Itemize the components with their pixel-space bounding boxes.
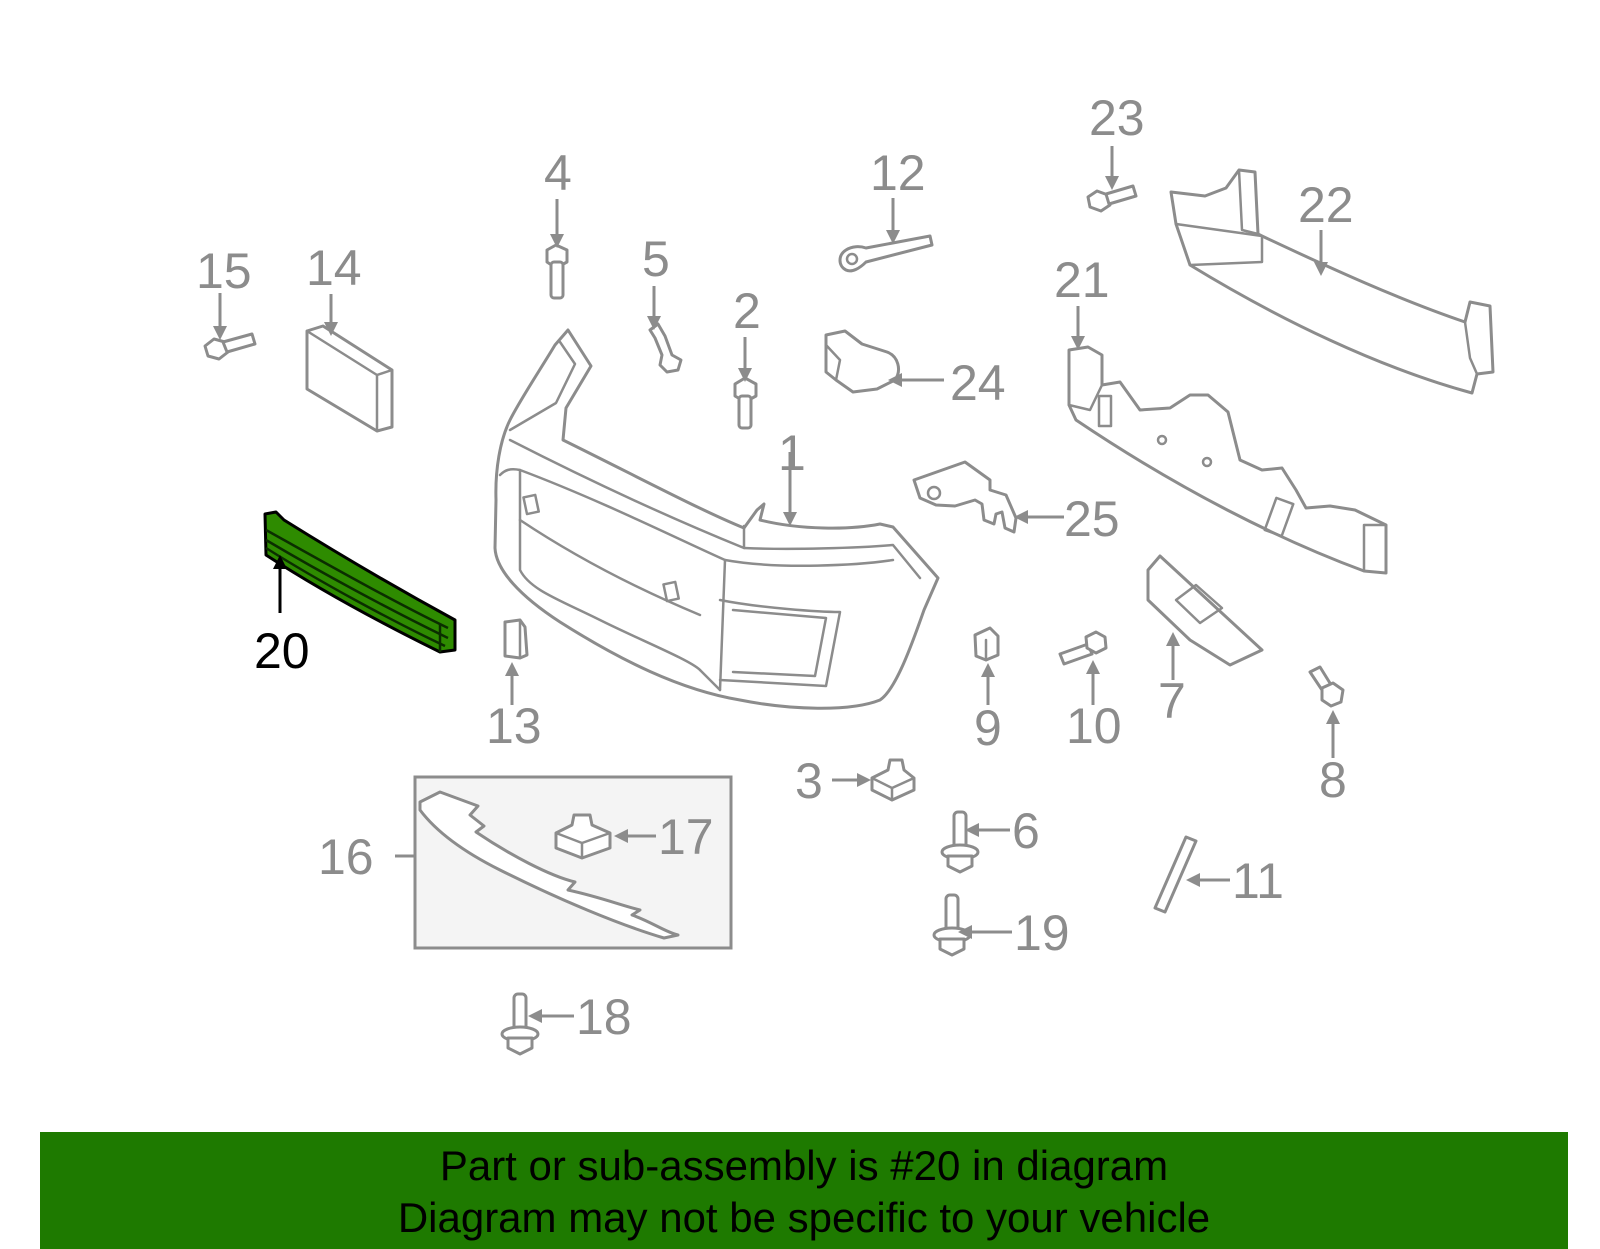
part-17-clip-nut <box>554 813 656 860</box>
callout-17: 17 <box>658 809 714 865</box>
banner-line-1: Part or sub-assembly is #20 in diagram <box>439 1142 1169 1189</box>
callout-19: 19 <box>1014 905 1070 961</box>
part-6-stud <box>940 810 1010 874</box>
callout-20: 20 <box>254 623 310 679</box>
callout-21: 21 <box>1054 252 1110 308</box>
part-7-bracket <box>1146 554 1264 680</box>
callout-12: 12 <box>870 145 926 201</box>
callout-18: 18 <box>576 989 632 1045</box>
part-9-clip <box>973 626 1000 705</box>
callout-16: 16 <box>318 829 374 885</box>
part-23-bolt <box>1086 146 1138 213</box>
callout-8: 8 <box>1319 752 1347 808</box>
part-19-stud <box>932 893 1012 957</box>
callout-13: 13 <box>486 698 542 754</box>
part-21-absorber <box>1067 306 1388 575</box>
callout-22: 22 <box>1298 177 1354 233</box>
callout-15: 15 <box>196 243 252 299</box>
part-10-bolt <box>1058 630 1108 705</box>
part-22-reinforcement <box>1169 168 1495 395</box>
part-15-bolt <box>203 293 257 361</box>
part-13-clip <box>503 618 529 705</box>
part-3-clip-nut <box>832 758 916 802</box>
callout-1: 1 <box>778 425 806 481</box>
callout-25: 25 <box>1064 491 1120 547</box>
callout-2: 2 <box>733 283 761 339</box>
part-20-grille <box>263 510 457 654</box>
callout-24: 24 <box>950 355 1006 411</box>
part-14-plate <box>305 294 394 433</box>
callout-4: 4 <box>544 145 572 201</box>
callout-11: 11 <box>1232 853 1284 909</box>
callout-3: 3 <box>795 753 823 809</box>
callout-10: 10 <box>1066 698 1122 754</box>
part-12-tow-hook <box>838 198 934 273</box>
callout-7: 7 <box>1158 673 1186 729</box>
part-25-bracket <box>912 460 1064 534</box>
part-1-bumper-cover <box>493 328 940 710</box>
part-24-sensor <box>824 329 944 394</box>
part-18-stud <box>500 992 574 1056</box>
part-4-bolt <box>545 199 569 300</box>
callout-23: 23 <box>1089 90 1145 146</box>
part-11-strip <box>1153 835 1230 914</box>
callout-5: 5 <box>642 231 670 287</box>
part-2-bolt <box>733 337 758 430</box>
callout-9: 9 <box>974 700 1002 756</box>
info-banner: Part or sub-assembly is #20 in diagram D… <box>40 1132 1568 1249</box>
callout-14: 14 <box>306 240 362 296</box>
callout-6: 6 <box>1012 803 1040 859</box>
part-8-bolt <box>1308 665 1345 758</box>
banner-line-2: Diagram may not be specific to your vehi… <box>397 1194 1211 1241</box>
part-5-bolt <box>647 286 683 374</box>
part-16-deflector-box <box>395 775 733 950</box>
